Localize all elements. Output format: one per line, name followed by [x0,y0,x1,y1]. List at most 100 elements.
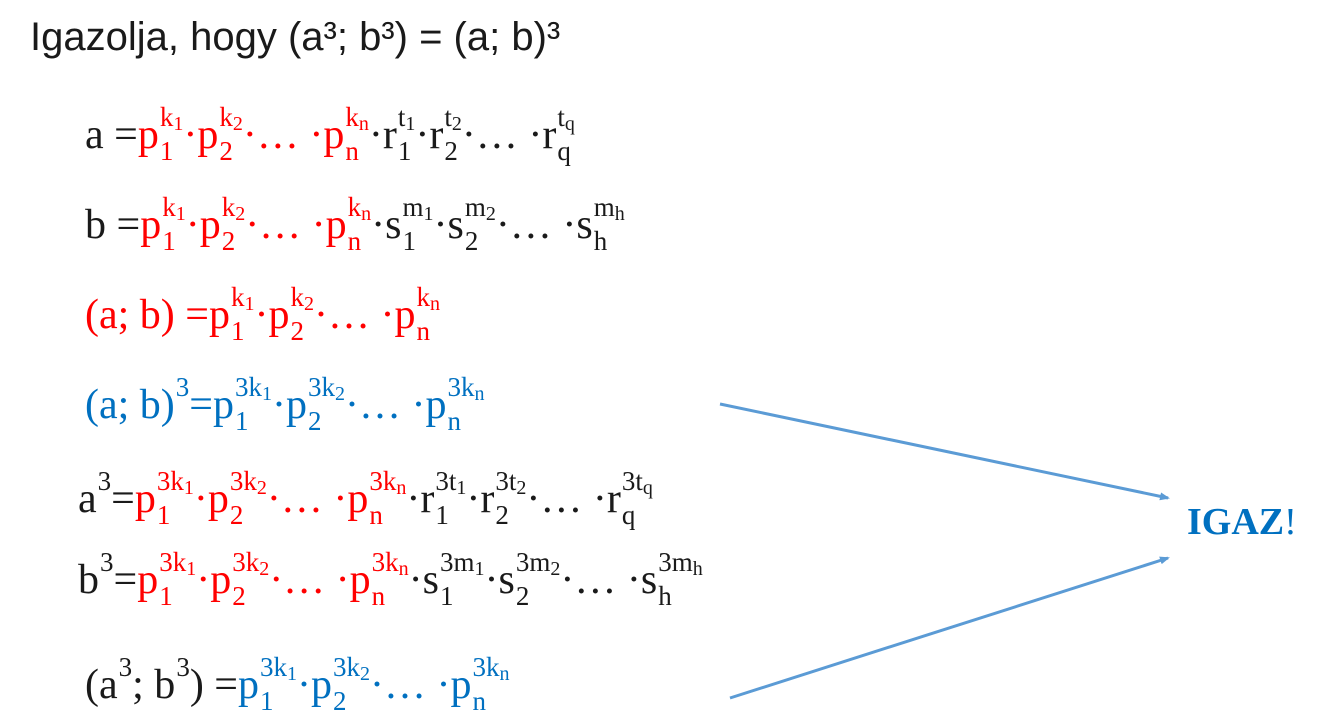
formula-text: · [254,292,269,338]
subscript: 1 [402,226,417,256]
exponent: m2 [465,194,496,225]
exponent-index: 2 [303,293,314,315]
formula-text: ) = [189,662,238,708]
exponent-text: k [219,102,233,132]
exponent-index: 2 [550,558,561,580]
term-base: p [210,557,232,603]
term-base: a [78,476,97,522]
exponent-text: 3t [621,466,643,496]
subscript: 2 [219,136,233,166]
term-scripts: 3 [176,654,190,712]
exponent-index: 1 [175,203,186,225]
term-base: p [134,476,156,522]
formula-text: ; b [132,662,176,708]
exponent-text: 3k [156,466,184,496]
subscript: h [593,226,608,256]
exponent-index: 1 [173,113,184,135]
exponent-text: m [464,192,486,222]
formula-text: · [297,662,311,708]
subscript: 1 [435,500,449,530]
exponent-text: 3 [175,372,190,402]
formula-text: b = [85,202,141,248]
formula-text: ·… · [560,557,641,603]
exponent-index: q [642,477,653,499]
exponent: kn [345,104,369,135]
term-base: p [199,202,221,248]
exponent: 3t1 [435,468,466,499]
formula-text: · [196,557,211,603]
term-base: p [285,382,307,428]
exponent-text: 3k [447,372,475,402]
subscript: n [347,226,362,256]
exponent-text: 3k [232,547,260,577]
subscript: 1 [159,136,174,166]
exponent: k2 [219,104,243,135]
exponent: 3 [98,468,112,495]
exponent: 3m2 [516,549,561,580]
formula-text: ·… · [370,662,451,708]
exponent-index: 2 [516,477,527,499]
subscript: n [416,316,430,346]
subscript: 1 [156,500,171,530]
term-base: r [480,476,495,522]
subscript: n [369,500,383,530]
term-base: r [606,476,621,522]
exponent: 3k2 [333,654,370,685]
exponent: t1 [398,104,416,135]
formula-text: · [466,476,481,522]
exponent-index: h [692,558,703,580]
exponent: 3kn [372,549,409,580]
term-base: p [323,112,345,158]
exponent: 3 [119,654,133,681]
exponent-index: 1 [183,477,194,499]
formula-text: ·… · [269,557,350,603]
term-base: s [385,202,402,248]
term-base: b [78,557,99,603]
exponent-text: 3k [472,652,500,682]
exponent-text: 3k [333,652,360,682]
conclusion-word: IGAZ [1187,501,1285,543]
formula-text: a = [85,112,138,158]
exponent-text: 3k [369,466,397,496]
exponent-text: 3k [159,547,187,577]
formula-text: · [433,202,448,248]
exponent-text: 3 [97,466,112,496]
power-term: 3 [118,654,133,712]
exponent-index: 1 [287,663,297,685]
subscript: 1 [397,136,412,166]
exponent: kn [416,284,440,315]
formula-text: ·… · [266,476,348,522]
term-base: p [347,476,369,522]
term-base: p [450,662,472,708]
subscript: 2 [229,500,244,530]
term-scripts: 3 [98,468,112,526]
exponent-index: q [564,113,575,135]
exponent: 3k2 [232,549,269,580]
